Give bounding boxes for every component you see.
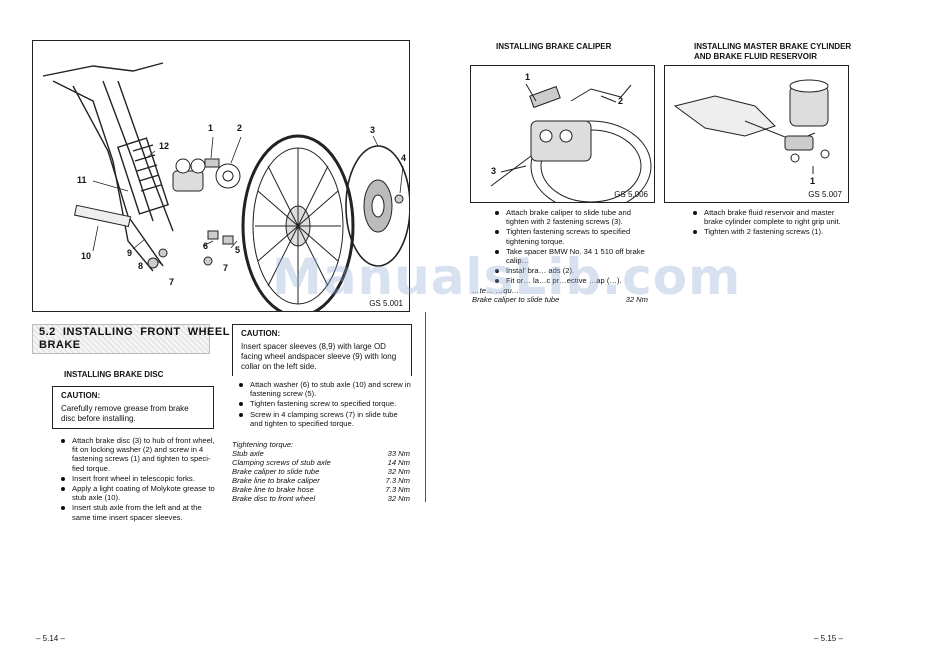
brake-caliper-steps: Attach brake caliper to slide tube and t… xyxy=(492,208,648,287)
callout-2: 2 xyxy=(237,123,243,133)
list-item: Instal’ bra… ads (2). xyxy=(492,266,648,275)
table-row: Brake line to brake hose 7.3 Nm xyxy=(232,485,410,494)
list-item: Tighten fastening screw to specified tor… xyxy=(236,399,412,408)
brake-disc-steps: Attach brake disc (3) to hub of front wh… xyxy=(58,436,216,523)
callout-1: 1 xyxy=(810,176,816,186)
torque-value: 33 Nm xyxy=(387,449,410,458)
callout-10: 10 xyxy=(81,251,92,261)
list-item: Attach brake disc (3) to hub of front wh… xyxy=(58,436,216,473)
torque-label: Brake disc to front wheel xyxy=(232,494,316,503)
caution-box-1: CAUTION: Carefully remove grease from br… xyxy=(52,386,214,429)
torque-label: Clamping screws of stub axle xyxy=(232,458,331,467)
list-item: Attach brake fluid reservoir and master … xyxy=(690,208,846,226)
table-row: Stub axle 33 Nm xyxy=(232,449,410,458)
master-cylinder-figure: 1 GS 5.007 xyxy=(664,65,849,203)
callout-3: 3 xyxy=(370,125,376,135)
torque-heading: …te… …qu… xyxy=(472,286,520,295)
list-item: Tighten with 2 fastening screws (1). xyxy=(690,227,846,236)
master-cylinder-steps: Attach brake fluid reservoir and master … xyxy=(690,208,846,238)
figure-code: GS 5.007 xyxy=(808,190,842,199)
caution-title: CAUTION: xyxy=(61,391,101,400)
list-item: Screw in 4 clamping screws (7) in slide … xyxy=(236,410,412,428)
page-number-right: – 5.15 – xyxy=(814,634,843,643)
callout-3: 3 xyxy=(491,166,497,176)
torque-label: Stub axle xyxy=(232,449,264,458)
torque-value: 32 Nm xyxy=(625,295,648,304)
callout-5: 5 xyxy=(235,245,241,255)
callout-1: 1 xyxy=(525,72,531,82)
page-number-left: – 5.14 – xyxy=(36,634,65,643)
list-item: Attach brake caliper to slide tube and t… xyxy=(492,208,648,226)
caution-box-2: CAUTION: Insert spacer sleeves (8,9) wit… xyxy=(232,324,412,376)
list-item: Take spacer BMW No. 34 1 510 off brake c… xyxy=(492,247,648,265)
list-item: Attach washer (6) to stub axle (10) and … xyxy=(236,380,412,398)
gutter-divider xyxy=(425,312,426,502)
caliper-torque: …te… …qu… Brake caliper to slide tube 32 … xyxy=(472,286,648,304)
caution-title: CAUTION: xyxy=(241,329,281,338)
caliper-figure: 1 2 3 GS 5.006 xyxy=(470,65,655,212)
callout-12: 12 xyxy=(159,141,170,151)
list-item: Fit or… la…c pr…ective …ap (…). xyxy=(492,276,648,285)
torque-value: 7.3 Nm xyxy=(385,476,410,485)
torque-table: Tightening torque: Stub axle 33 Nm Clampi… xyxy=(232,440,410,503)
caution-text: Insert spacer sleeves (8,9) with large O… xyxy=(241,342,397,371)
callout-1: 1 xyxy=(208,123,214,133)
callout-8: 8 xyxy=(138,261,144,271)
callout-4: 4 xyxy=(401,153,407,163)
section-title: 5.2 INSTALLING FRONT WHEEL BRAKE xyxy=(32,324,229,354)
table-row: Brake disc to front wheel 32 Nm xyxy=(232,494,410,503)
callout-6: 6 xyxy=(203,241,209,251)
torque-label: Brake line to brake caliper xyxy=(232,476,320,485)
torque-value: 32 Nm xyxy=(387,467,410,476)
torque-label: Brake caliper to slide tube xyxy=(472,295,560,304)
callout-9: 9 xyxy=(127,248,133,258)
list-item: Tighten fastening screws to specified ti… xyxy=(492,227,648,246)
torque-label: Brake line to brake hose xyxy=(232,485,314,494)
stub-axle-steps: Attach washer (6) to stub axle (10) and … xyxy=(236,380,412,429)
list-item: Insert stub axle from the left and at th… xyxy=(58,503,216,522)
figure-code: GS 5.006 xyxy=(614,190,648,199)
torque-label: Brake caliper to slide tube xyxy=(232,467,320,476)
torque-value: 32 Nm xyxy=(387,494,410,503)
caliper-illustration xyxy=(490,83,652,212)
subheading-brake-disc: INSTALLING BRAKE DISC xyxy=(64,370,164,379)
torque-value: 14 Nm xyxy=(387,458,410,467)
callout-2: 2 xyxy=(618,96,624,106)
figure-code: GS 5.001 xyxy=(369,299,403,308)
heading-master-cylinder: INSTALLING MASTER BRAKE CYLINDER AND BRA… xyxy=(694,42,852,61)
exploded-view-figure: 1 2 3 4 5 6 7 8 9 10 11 12 7 GS 5.001 xyxy=(32,40,411,318)
table-row: Brake caliper to slide tube 32 Nm xyxy=(472,295,648,304)
caution-text: Carefully remove grease from brake disc … xyxy=(61,404,189,423)
callout-11: 11 xyxy=(77,175,87,185)
callout-7b: 7 xyxy=(169,277,175,287)
master-cylinder-illustration xyxy=(673,79,830,174)
callout-7: 7 xyxy=(223,263,229,273)
watermark: ManualsLib.com xyxy=(272,248,742,306)
front-wheel-exploded-illustration xyxy=(42,62,411,318)
list-item: Apply a light coating of Molykote grease… xyxy=(58,484,216,502)
table-row: Brake line to brake caliper 7.3 Nm xyxy=(232,476,410,485)
heading-brake-caliper: INSTALLING BRAKE CALIPER xyxy=(496,42,612,51)
torque-value: 7.3 Nm xyxy=(385,485,410,494)
table-row: Brake caliper to slide tube 32 Nm xyxy=(232,467,410,476)
list-item: Insert front wheel in telescopic forks. xyxy=(58,474,216,483)
torque-heading: Tightening torque: xyxy=(232,440,294,449)
table-row: Clamping screws of stub axle 14 Nm xyxy=(232,458,410,467)
